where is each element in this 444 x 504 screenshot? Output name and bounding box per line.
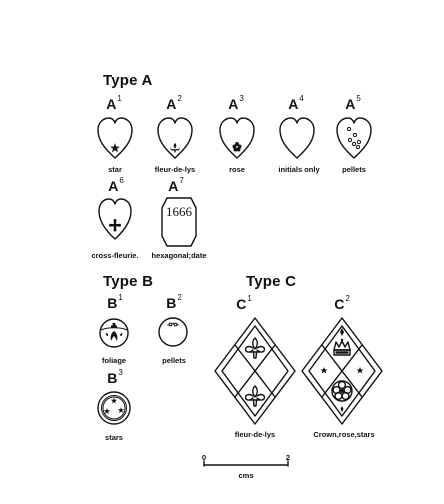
hexagonal-date-seal: 1666 xyxy=(161,197,197,247)
round-stars-seal xyxy=(97,391,131,425)
heart-initials-seal xyxy=(279,117,315,159)
caption-c1: fleur-de-lys xyxy=(234,430,276,439)
scale-end-label: 2 xyxy=(285,453,291,462)
caption-a4: initials only xyxy=(278,165,320,174)
tag-a7: A7 xyxy=(168,176,184,194)
type-c-heading: Type C xyxy=(246,273,297,290)
heart-pellets-seal xyxy=(336,117,372,159)
caption-a3: rose xyxy=(229,165,245,174)
caption-a2: fleur-de-lys xyxy=(154,165,196,174)
seal-date-text: 1666 xyxy=(166,204,193,219)
tag-a1: A1 xyxy=(106,94,122,112)
caption-c2: Crown,rose,stars xyxy=(313,430,375,439)
rose-icon xyxy=(331,380,353,402)
tag-b1: B1 xyxy=(107,293,123,311)
round-foliage-seal xyxy=(99,318,129,348)
crown-icon xyxy=(333,338,351,356)
tag-a2: A2 xyxy=(166,94,182,112)
lozenge-fleur-de-lys-seal xyxy=(214,317,296,425)
caption-a6: cross-fleurie. xyxy=(91,251,139,260)
caption-a7: hexagonal;date xyxy=(151,251,207,260)
round-pellets-seal xyxy=(158,317,188,347)
tag-b3: B3 xyxy=(107,368,123,386)
caption-a5: pellets xyxy=(342,165,366,174)
caption-b1: foliage xyxy=(101,356,127,365)
scale-unit-label: cms xyxy=(238,471,254,480)
caption-b3: stars xyxy=(105,433,123,442)
heart-cross-fleurie-seal xyxy=(98,198,132,240)
tag-a3: A3 xyxy=(228,94,244,112)
lozenge-crown-rose-stars-seal xyxy=(301,317,383,425)
tag-c2: C2 xyxy=(334,294,350,312)
heart-rose-seal xyxy=(219,117,255,159)
tag-b2: B2 xyxy=(166,293,182,311)
heart-star-seal xyxy=(97,117,133,159)
tag-a5: A5 xyxy=(345,94,361,112)
tag-a6: A6 xyxy=(108,176,124,194)
tag-c1: C1 xyxy=(236,294,252,312)
caption-a1: star xyxy=(108,165,122,174)
scale-start-label: 0 xyxy=(201,453,207,462)
caption-b2: pellets xyxy=(162,356,186,365)
scale-bar xyxy=(203,460,289,467)
tag-a4: A4 xyxy=(288,94,304,112)
heart-fleur-de-lys-seal xyxy=(157,117,193,159)
type-b-heading: Type B xyxy=(103,273,154,290)
type-a-heading: Type A xyxy=(103,72,153,89)
